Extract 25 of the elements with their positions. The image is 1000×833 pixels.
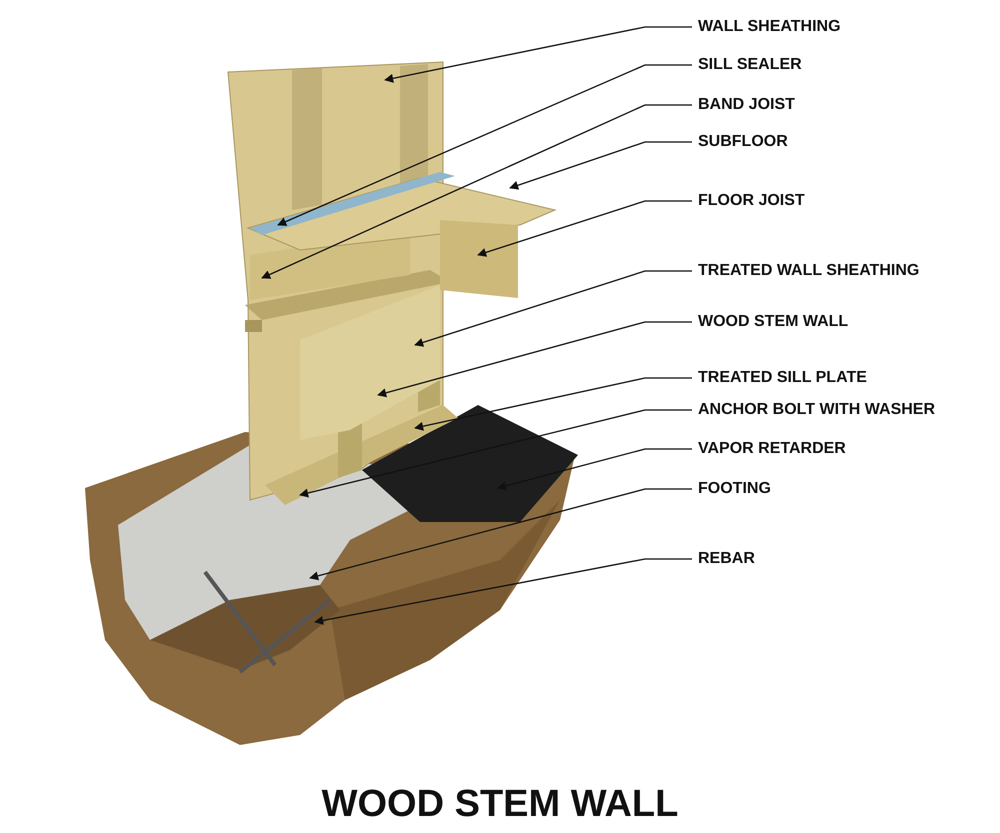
- leader-line: [277, 64, 692, 226]
- part-label: SILL SEALER: [698, 56, 802, 74]
- leader-line: [414, 270, 692, 347]
- leader-line: [309, 488, 692, 580]
- leader-line: [414, 377, 692, 431]
- part-label: REBAR: [698, 550, 755, 568]
- leader-line: [314, 558, 692, 625]
- leader-line: [509, 141, 692, 190]
- part-label: FLOOR JOIST: [698, 192, 805, 210]
- part-label: ANCHOR BOLT WITH WASHER: [698, 401, 936, 419]
- diagram-title: WOOD STEM WALL: [320, 782, 680, 826]
- part-label: VAPOR RETARDER: [698, 440, 846, 458]
- leader-line: [261, 104, 692, 279]
- leader-line: [384, 26, 692, 83]
- leader-line: [299, 409, 692, 498]
- part-label: TREATED SILL PLATE: [698, 369, 867, 387]
- part-label: FOOTING: [698, 480, 771, 498]
- part-label: BAND JOIST: [698, 96, 795, 114]
- leader-line: [477, 200, 692, 257]
- part-label: TREATED WALL SHEATHING: [698, 262, 920, 280]
- leader-line: [497, 448, 692, 490]
- part-label: WALL SHEATHING: [698, 18, 841, 36]
- leader-line: [377, 321, 692, 398]
- part-label: WOOD STEM WALL: [698, 313, 848, 331]
- part-label: SUBFLOOR: [698, 133, 788, 151]
